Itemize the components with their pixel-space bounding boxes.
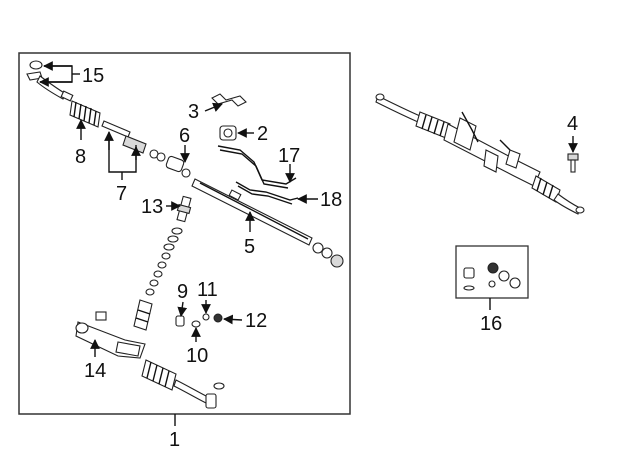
callout-14: 14 — [84, 360, 106, 382]
callout-8: 8 — [75, 146, 86, 168]
pinion-valve — [133, 299, 153, 331]
callout-4: 4 — [567, 113, 578, 135]
rack-assembly-complete — [375, 93, 585, 215]
callout-11: 11 — [197, 279, 218, 301]
mount-bushing — [219, 125, 237, 141]
callout-13: 13 — [141, 196, 163, 218]
callout-7: 7 — [116, 183, 127, 205]
tie-rod-end-lower — [173, 379, 225, 409]
ring-small — [181, 168, 191, 178]
rings-upper — [149, 149, 166, 162]
bracket — [211, 93, 247, 107]
bushing — [165, 155, 185, 173]
seal-chain — [145, 227, 183, 296]
callout-17: 17 — [278, 145, 300, 167]
rings-rack-end — [312, 242, 344, 268]
bolt — [567, 136, 579, 173]
callout-5: 5 — [244, 236, 255, 258]
callout-3: 3 — [188, 101, 199, 123]
callout-12: 12 — [245, 310, 267, 332]
tie-rod-end-left — [26, 60, 74, 102]
assembly-frame — [18, 52, 351, 415]
callout-15: 15 — [82, 65, 104, 87]
leaders — [39, 61, 318, 426]
fluid-lines — [217, 145, 299, 205]
callout-9: 9 — [177, 281, 188, 303]
callout-1: 1 — [169, 429, 180, 451]
callout-18: 18 — [320, 189, 342, 211]
pinion-fitting — [176, 195, 192, 223]
gear-housing — [75, 311, 146, 359]
callout-2: 2 — [257, 123, 268, 145]
boot-lower — [141, 359, 177, 391]
seal-kit-box — [455, 245, 529, 310]
callout-10: 10 — [186, 345, 208, 367]
boot-left — [69, 100, 101, 128]
callout-16: 16 — [480, 313, 502, 335]
small-parts-9-12 — [175, 313, 223, 328]
callout-6: 6 — [179, 125, 190, 147]
